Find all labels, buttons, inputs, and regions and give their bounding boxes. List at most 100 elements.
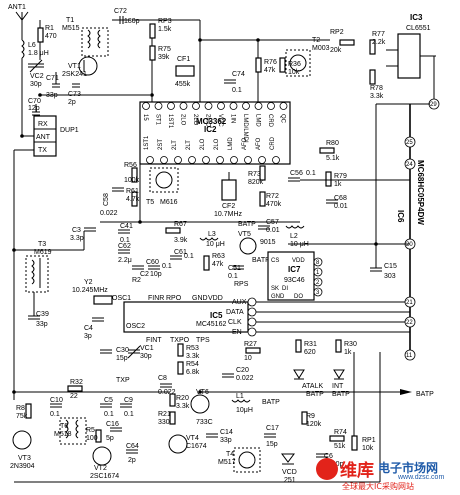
c64-value: 2p [128, 457, 136, 464]
c70-label: C70 [28, 98, 41, 105]
ic6-pin [404, 349, 416, 361]
r67-label: R67 [174, 221, 187, 228]
ic2-top-pin-label: 2MO [205, 114, 211, 127]
ic3-block [386, 33, 436, 79]
resistor-r63: R63 47k [203, 253, 225, 271]
ic2-bottom-pin-label: 2LT [186, 140, 192, 150]
batp-label-3: BATP [306, 391, 324, 398]
r80-label: R80 [326, 140, 339, 147]
r72-value: 470k [266, 201, 282, 208]
watermark-sub: 全球最大IC采购网站 [342, 482, 414, 491]
c58-value: 0.022 [100, 210, 118, 217]
cf1-label: CF1 [177, 56, 190, 63]
ic2-top-pin [192, 102, 200, 110]
capacitor-c60: C60 0.1 [146, 259, 172, 270]
c74-label: C74 [232, 71, 245, 78]
r53-label: R53 [186, 345, 199, 352]
int-label: INT [332, 383, 344, 390]
resistor-r36: R36 10k [279, 57, 301, 76]
c17-value: 15p [266, 441, 278, 448]
ic7-pin-gnd: GND [271, 294, 285, 300]
cf1-value: 455k [175, 81, 191, 88]
ic7-label: IC7 [288, 265, 301, 274]
resistor-r61: R61 4.7k [126, 188, 140, 207]
crystal-y2: Y2 10.245MHz [72, 279, 113, 305]
capacitor-c2: C2 10p [132, 265, 162, 278]
l6-value: 1.8 μH [28, 50, 49, 57]
ic2-bottom-pin [258, 156, 266, 164]
c6-label: C6 [324, 453, 333, 460]
r53-value: 3.3k [186, 353, 200, 360]
capacitor-c58: C58 [103, 187, 124, 206]
l3-value: 10 μH [206, 241, 225, 248]
r61-value: 4.7k [126, 196, 140, 203]
resistor-r76: R76 47k [255, 57, 277, 74]
ic2-bottom-pin-label: AFO [242, 137, 248, 150]
r67-value: 3.9k [174, 237, 188, 244]
vt2-label: VT2 [94, 465, 107, 472]
c17-label: C17 [266, 425, 279, 432]
ic2-top-pin [204, 102, 213, 110]
transistor-vt1: VT1 2SK241 [62, 56, 98, 78]
gnd-label: GND [192, 295, 208, 302]
resistor-r67: R67 3.9k [165, 221, 188, 244]
c16-label: C16 [106, 421, 119, 428]
ic2-top-pin [154, 102, 163, 110]
inductor-l1: L1 10μH [231, 393, 253, 414]
dup-rx-label: RX [38, 121, 48, 128]
capacitor-c17: C17 15p [264, 425, 279, 448]
transformer-t6: T6 M518 [54, 417, 87, 445]
en-label: EN [232, 329, 242, 336]
r1-value: 470 [45, 33, 57, 40]
antenna: ANT1 [8, 4, 29, 40]
resistor-r31: R31 620 [295, 339, 317, 356]
watermark-brand: 维库 [340, 461, 374, 481]
t4-label: T4 [226, 451, 234, 458]
c39-value: 33p [36, 321, 48, 328]
c64-label: C64 [126, 443, 139, 450]
capacitor-c70: C70 12p [28, 98, 41, 116]
ic2-top-pin-label: 2LO [192, 114, 198, 126]
clk-label: CLK [228, 319, 242, 326]
r75-value: 39k [158, 54, 170, 61]
r20-label: R20 [176, 395, 189, 402]
capacitor-c51: C51 0.1 [228, 265, 244, 280]
ic2-top-pin-label: 2LO [180, 114, 186, 126]
vt3-label: VT3 [18, 455, 31, 462]
ic2-top-pin [279, 102, 288, 110]
transistor-vt5: VT5 9015 [238, 231, 276, 255]
rps-label: RPS [234, 281, 249, 288]
transformer-t3: T3 M619 [25, 241, 52, 293]
r75-label: R75 [158, 46, 171, 53]
inductor-l3: L3 10 μH [199, 231, 225, 248]
resistor-r30: R30 1k [335, 339, 357, 356]
vcd-label: VCD [282, 469, 297, 476]
filter-cf1: CF1 455k [175, 56, 195, 88]
r78-value: 3.3k [370, 93, 384, 100]
r21-label: R21 [158, 411, 171, 418]
capacitor-c61: C61 0.1 [170, 249, 194, 260]
r30-value: 1k [344, 349, 352, 356]
ic7-pin-cs: CS [271, 258, 279, 264]
c60-label: C60 [146, 259, 159, 266]
pin-label-29: 29 [430, 102, 437, 108]
transistor-vt2: VT2 2SC1674 [90, 446, 119, 480]
transformer-t4: T4 M517 [218, 447, 261, 473]
t2-value: M003 [312, 45, 330, 52]
c30-label: C30 [116, 347, 129, 354]
r27-value: 10 [244, 355, 252, 362]
ic6-pin-label: 11 [406, 353, 413, 359]
t1-value: M515 [62, 25, 80, 32]
dup-tx-label: TX [38, 147, 47, 154]
resistor-r80: R80 5.1k [319, 140, 340, 162]
ic2-bottom-pin [272, 156, 280, 164]
c57-value: 0.01 [266, 227, 280, 234]
ic2-bottom-pin [146, 156, 154, 164]
r31-value: 620 [304, 349, 316, 356]
ic2-top-pin [254, 102, 263, 110]
c58-label: C58 [103, 193, 110, 206]
ic2-top-pin [242, 102, 250, 110]
c57-label: C57 [266, 219, 279, 226]
c9-label: C9 [124, 397, 133, 404]
